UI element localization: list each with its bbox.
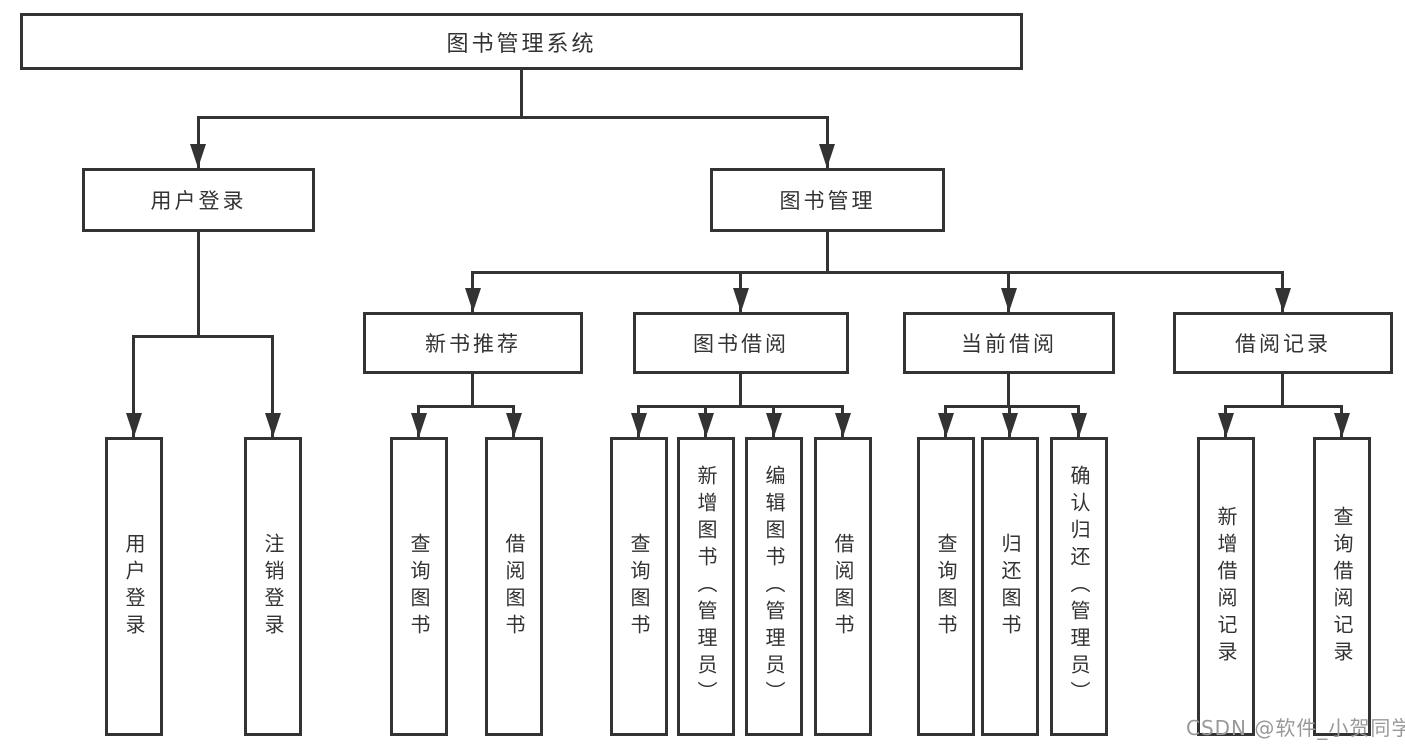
connector-currentborrow-down	[1007, 374, 1010, 407]
leaf-borrow-borrow-books: 借阅图书	[814, 437, 872, 736]
connector-userlogin-down	[197, 232, 200, 338]
arrowhead-bookborrow	[733, 288, 749, 312]
connector-bookmgmt-down	[826, 232, 829, 274]
arrowhead-nb-borrow	[506, 413, 522, 437]
arrowhead-bb-edit	[766, 413, 782, 437]
connector-rail-currentborrow	[944, 405, 1080, 408]
connector-rail-bookborrow	[637, 405, 844, 408]
leaf-borrow-query-books: 查询图书	[610, 437, 668, 736]
connector-rail-level3	[471, 271, 1284, 274]
connector-rail-userlogin	[132, 335, 274, 338]
node-new-book-recommend: 新书推荐	[363, 312, 583, 374]
node-current-borrow: 当前借阅	[903, 312, 1115, 374]
leaf-current-return-books: 归还图书	[981, 437, 1039, 736]
connector-root-down	[520, 70, 523, 119]
arrowhead-cb-return	[1002, 413, 1018, 437]
connector-to-user-login	[197, 116, 200, 168]
arrowhead-user-login	[190, 144, 206, 168]
node-root-system: 图书管理系统	[20, 13, 1023, 70]
node-book-borrow: 图书借阅	[633, 312, 849, 374]
connector-rail-level2	[197, 116, 829, 119]
arrowhead-bb-borrow	[835, 413, 851, 437]
leaf-logout-login: 注销登录	[244, 437, 302, 736]
connector-to-logout	[271, 335, 274, 437]
connector-rail-newbooks	[417, 405, 515, 408]
connector-to-login	[132, 335, 135, 437]
arrowhead-bb-query	[631, 413, 647, 437]
connector-rail-borrowrecords	[1224, 405, 1343, 408]
leaf-borrow-add-books-admin: 新增图书（管理员）	[677, 437, 735, 736]
connector-bookborrow-down	[739, 374, 742, 407]
connector-to-book-mgmt	[826, 116, 829, 168]
arrowhead-bb-add	[698, 413, 714, 437]
arrowhead-newbooks	[465, 288, 481, 312]
leaf-newbooks-query-books: 查询图书	[390, 437, 448, 736]
node-borrow-records: 借阅记录	[1173, 312, 1393, 374]
arrowhead-borrowrecords	[1275, 288, 1291, 312]
leaf-current-confirm-return-admin: 确认归还（管理员）	[1050, 437, 1108, 736]
leaf-borrow-edit-books-admin: 编辑图书（管理员）	[745, 437, 803, 736]
arrowhead-br-add	[1218, 413, 1234, 437]
node-user-login: 用户登录	[82, 168, 315, 232]
arrowhead-cb-confirm	[1071, 413, 1087, 437]
arrowhead-cb-query	[938, 413, 954, 437]
arrowhead-login	[126, 413, 142, 437]
leaf-newbooks-borrow-books: 借阅图书	[485, 437, 543, 736]
leaf-user-login: 用户登录	[105, 437, 163, 736]
leaf-current-query-books: 查询图书	[917, 437, 975, 736]
leaf-records-add-record: 新增借阅记录	[1197, 437, 1255, 736]
arrowhead-nb-query	[411, 413, 427, 437]
leaf-records-query-record: 查询借阅记录	[1313, 437, 1371, 736]
arrowhead-currentborrow	[1001, 288, 1017, 312]
csdn-watermark: CSDN @软件_小贺同学	[1186, 716, 1405, 740]
connector-borrowrecords-down	[1281, 374, 1284, 407]
node-book-management: 图书管理	[710, 168, 945, 232]
arrowhead-book-mgmt	[819, 144, 835, 168]
arrowhead-logout	[265, 413, 281, 437]
connector-newbooks-down	[471, 374, 474, 407]
arrowhead-br-query	[1334, 413, 1350, 437]
